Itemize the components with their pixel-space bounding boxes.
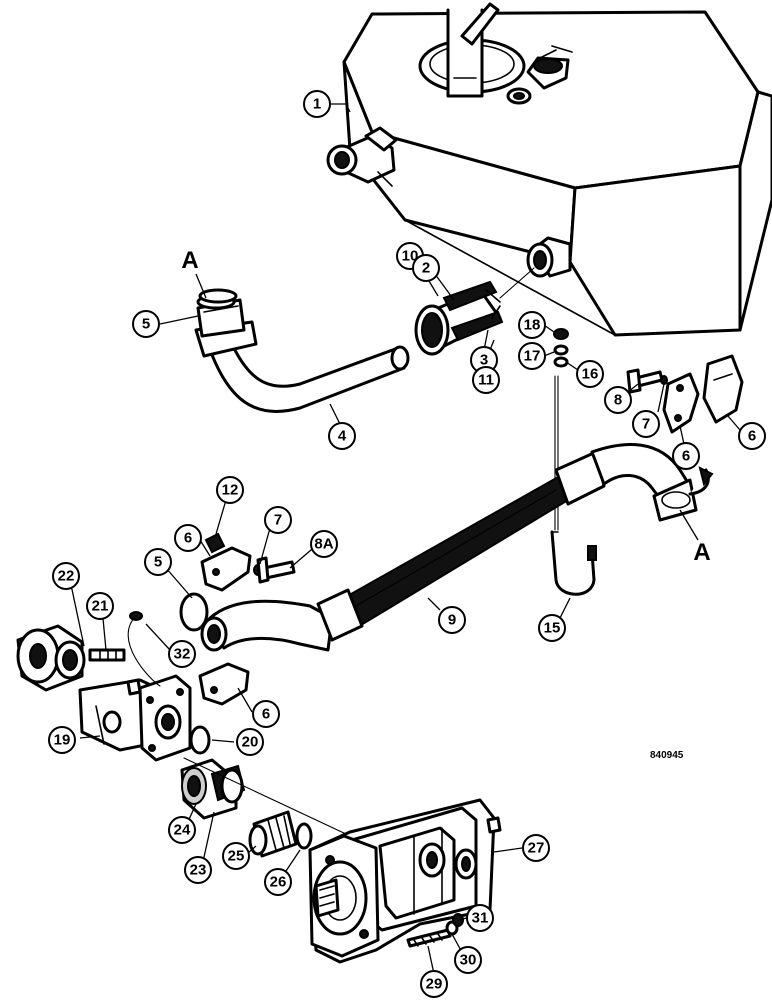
tank-hose-center-line xyxy=(499,267,535,299)
callout-22: 22 xyxy=(52,562,80,590)
callout-19: 19 xyxy=(48,726,76,754)
svg-text:32: 32 xyxy=(174,646,191,663)
pump-mounting-hardware xyxy=(406,913,464,948)
svg-text:18: 18 xyxy=(524,317,541,334)
callout-26: 26 xyxy=(264,868,292,896)
connection-marker-lower-leader xyxy=(679,509,699,541)
svg-text:4: 4 xyxy=(338,428,347,445)
upper-o-ring xyxy=(196,288,238,310)
callout-16: 16 xyxy=(576,360,604,388)
svg-text:20: 20 xyxy=(242,734,259,751)
svg-text:2: 2 xyxy=(422,260,430,277)
hose-coupling-with-clamps xyxy=(414,280,504,356)
svg-text:7: 7 xyxy=(274,512,282,529)
callout-8a: 8A xyxy=(310,530,338,558)
callout-27: 27 xyxy=(522,834,550,862)
callout-7-upper: 7 xyxy=(632,410,660,438)
lower-o-ring xyxy=(179,592,209,632)
callout-20: 20 xyxy=(236,728,264,756)
callout-30: 30 xyxy=(454,946,482,974)
adapter-manifold xyxy=(16,611,192,762)
svg-text:16: 16 xyxy=(582,366,599,383)
callout-32: 32 xyxy=(168,640,196,668)
callout-15: 15 xyxy=(538,614,566,642)
svg-text:6: 6 xyxy=(748,428,756,445)
upper-elbow-tube xyxy=(194,298,410,413)
svg-text:6: 6 xyxy=(262,706,270,723)
connection-marker-upper-leader xyxy=(195,273,207,299)
svg-text:3: 3 xyxy=(480,352,488,369)
callout-3: 3 xyxy=(470,346,498,374)
svg-text:29: 29 xyxy=(426,976,443,993)
svg-text:9: 9 xyxy=(448,612,456,629)
callout-23: 23 xyxy=(184,856,212,884)
svg-text:8A: 8A xyxy=(314,536,333,553)
figure-reference-code: 840945 xyxy=(650,750,684,761)
callout-5-upper: 5 xyxy=(132,310,160,338)
callout-6-lower-top: 6 xyxy=(174,524,202,552)
callout-12: 12 xyxy=(216,476,244,504)
svg-text:10: 10 xyxy=(402,248,419,265)
svg-text:6: 6 xyxy=(184,530,192,547)
svg-text:26: 26 xyxy=(270,874,287,891)
callout-21: 21 xyxy=(86,592,114,620)
connection-marker-upper: A xyxy=(181,247,198,274)
callout-25: 25 xyxy=(222,842,250,870)
callout-11: 11 xyxy=(472,366,500,394)
callout-2: 2 xyxy=(412,254,440,282)
svg-text:21: 21 xyxy=(92,598,109,615)
svg-text:8: 8 xyxy=(614,392,622,409)
svg-text:5: 5 xyxy=(154,554,162,571)
callout-6-upper-inner: 6 xyxy=(672,442,700,470)
callout-17: 17 xyxy=(518,342,546,370)
svg-text:17: 17 xyxy=(524,348,541,365)
callout-9: 9 xyxy=(438,606,466,634)
lower-split-flanges xyxy=(198,532,296,706)
callout-6-lower-bottom: 6 xyxy=(252,700,280,728)
svg-text:19: 19 xyxy=(54,732,71,749)
svg-text:27: 27 xyxy=(528,840,545,857)
svg-text:12: 12 xyxy=(222,482,239,499)
callout-29: 29 xyxy=(420,970,448,998)
svg-text:11: 11 xyxy=(478,372,494,389)
connection-marker-lower: A xyxy=(693,539,710,566)
svg-text:24: 24 xyxy=(174,822,191,839)
svg-text:25: 25 xyxy=(228,848,245,865)
svg-text:6: 6 xyxy=(682,448,690,465)
svg-text:15: 15 xyxy=(544,620,561,637)
gear-pump xyxy=(308,798,502,964)
upper-split-flanges xyxy=(626,354,744,496)
main-suction-hose xyxy=(200,443,698,652)
callout-31: 31 xyxy=(466,904,494,932)
callout-1: 1 xyxy=(303,90,331,118)
callout-24: 24 xyxy=(168,816,196,844)
svg-text:23: 23 xyxy=(190,862,207,879)
svg-text:30: 30 xyxy=(460,952,477,969)
callout-5-lower: 5 xyxy=(144,548,172,576)
svg-text:31: 31 xyxy=(472,910,489,927)
svg-text:1: 1 xyxy=(313,96,321,113)
callout-8-upper: 8 xyxy=(604,386,632,414)
callout-6-upper-outer: 6 xyxy=(738,422,766,450)
manifold-o-ring xyxy=(189,725,211,755)
callout-7-lower: 7 xyxy=(264,506,292,534)
assembly-center-line xyxy=(183,757,347,835)
svg-text:5: 5 xyxy=(142,316,150,333)
svg-text:22: 22 xyxy=(58,568,75,585)
callout-18: 18 xyxy=(518,311,546,339)
hydraulic-tank xyxy=(326,2,772,337)
callout-4: 4 xyxy=(328,422,356,450)
svg-text:7: 7 xyxy=(642,416,650,433)
